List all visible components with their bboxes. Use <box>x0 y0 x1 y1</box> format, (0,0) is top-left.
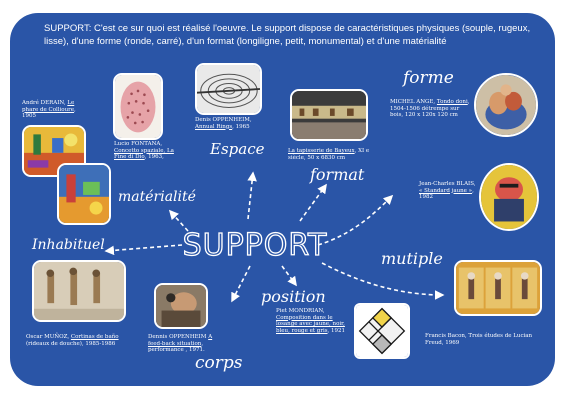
label-materialite: matérialité <box>118 189 196 205</box>
caption-derain: André DERAIN, Le phare de Collioure, 190… <box>22 100 76 120</box>
artwork-mondrian <box>354 303 410 359</box>
arrow-multiple <box>321 262 445 300</box>
artwork-bayeux <box>290 89 368 141</box>
arrow-corps <box>231 265 251 303</box>
arrow-forme <box>317 194 394 246</box>
caption-feedback-situation: Dennis OPPENHEIM A feed-back situation, … <box>148 334 213 354</box>
caption-bayeux: La tapisserie de Bayeux, XI e siècle, 50… <box>288 148 370 161</box>
caption-michel-ange: MICHEL ANGE, Tondo doni, 1504-1506 détre… <box>390 99 470 119</box>
arrow-position <box>281 265 297 287</box>
label-corps: corps <box>195 353 243 373</box>
label-position: position <box>261 287 326 306</box>
caption-cortinas-de-bano: Oscar MUÑOZ, Cortinas de baño (rideaux d… <box>26 334 119 347</box>
artwork-annual-rings <box>195 63 262 115</box>
label-espace: Espace <box>210 140 265 158</box>
arrow-materialite <box>168 209 189 232</box>
support-title: SUPPORT <box>182 227 328 263</box>
arrow-espace <box>247 171 257 220</box>
caption-mondrian: Piet MONDRIAN, Composition dans le losan… <box>276 308 346 334</box>
artwork-fontana <box>113 73 163 140</box>
caption-blais: Jean-Charles BLAIS, « Standard jaune », … <box>419 181 476 201</box>
label-inhabituel: Inhabituel <box>32 237 105 253</box>
arrow-format <box>299 183 327 222</box>
caption-fontana: Lucio FONTANA, Concetto spaziale, La Fin… <box>114 141 174 161</box>
artwork-bacon <box>454 260 542 316</box>
artwork-derain-2 <box>57 163 111 225</box>
label-forme: forme <box>403 68 454 88</box>
caption-bacon: Francis Bacon, Trois études de Lucian Fr… <box>425 333 533 346</box>
intro-text: SUPPORT: C'est ce sur quoi est réalisé l… <box>44 23 531 47</box>
svg-text:SUPPORT: SUPPORT <box>183 228 328 263</box>
arrows-layer <box>104 171 445 303</box>
artwork-tondo-doni <box>474 73 538 137</box>
artwork-standard-jaune <box>479 163 539 231</box>
arrow-inhabituel <box>104 244 183 256</box>
artwork-cortinas-de-bano <box>32 260 126 322</box>
label-format: format <box>310 165 365 184</box>
concept-map-card: SUPPORT: C'est ce sur quoi est réalisé l… <box>10 13 555 386</box>
label-multiple: mutiple <box>381 249 443 268</box>
artwork-feedback-situation <box>154 283 208 329</box>
caption-annual-rings: Denis OPPENHEIM, Annual Rings, 1965 <box>195 117 252 130</box>
